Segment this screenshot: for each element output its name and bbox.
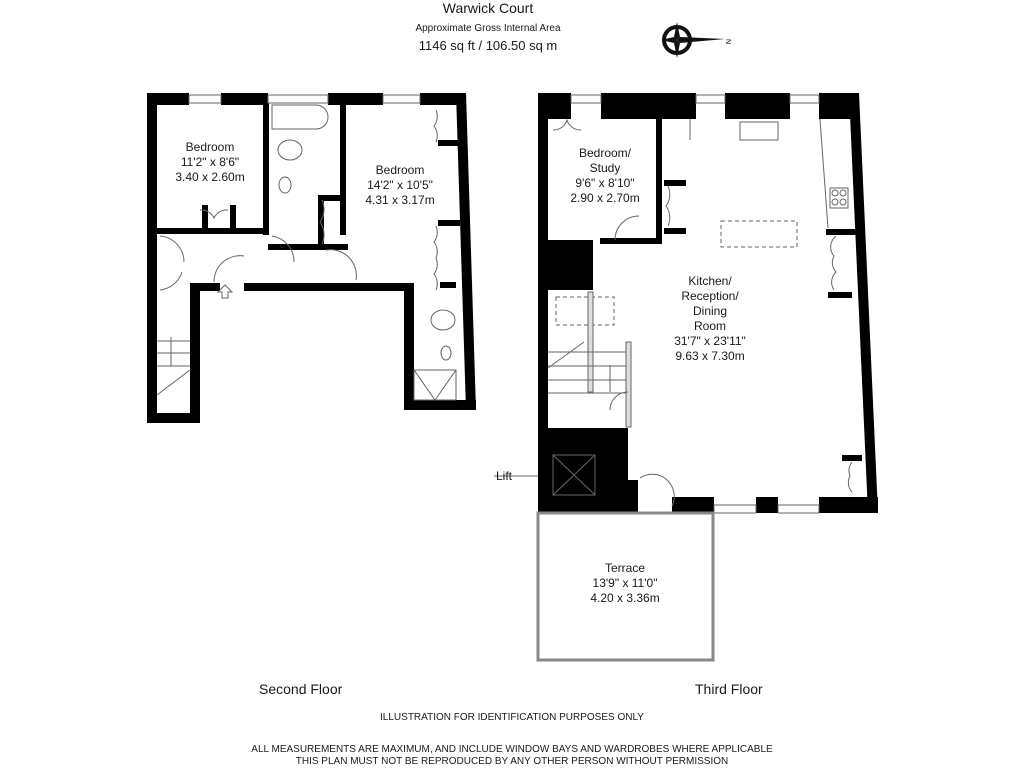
room-size-metric: 3.40 x 2.60m bbox=[175, 170, 245, 184]
room-name-line4: Room bbox=[693, 319, 726, 333]
second-floor-fixtures bbox=[156, 94, 457, 401]
third-floor-plan bbox=[538, 93, 878, 513]
room-size-imperial: 11'2" x 8'6" bbox=[180, 155, 240, 169]
room-name-line3: Dining bbox=[692, 304, 728, 318]
room-terrace: Terrace 13'9" x 11'0" 4.20 x 3.36m bbox=[575, 561, 675, 606]
room-size-metric: 2.90 x 2.70m bbox=[570, 191, 640, 205]
room-size-imperial: 9'6" x 8'10" bbox=[575, 176, 635, 190]
identification-notice: ILLUSTRATION FOR IDENTIFICATION PURPOSES… bbox=[380, 712, 644, 723]
room-size-metric: 9.63 x 7.30m bbox=[675, 349, 745, 363]
room-bedroom-2: Bedroom 14'2" x 10'5" 4.31 x 3.17m bbox=[350, 163, 450, 208]
lift-label: Lift bbox=[496, 469, 513, 483]
area-value-text: 1146 sq ft / 106.50 sq m bbox=[418, 38, 558, 53]
room-name: Bedroom bbox=[375, 163, 425, 177]
property-title: Warwick Court bbox=[0, 0, 1024, 16]
compass-icon: N bbox=[661, 22, 731, 58]
floor-label-third: Third Floor bbox=[695, 681, 763, 697]
area-caption-text: Approximate Gross Internal Area bbox=[415, 23, 561, 34]
room-name-line1: Kitchen/ bbox=[688, 274, 732, 288]
room-size-imperial: 13'9" x 11'0" bbox=[592, 576, 658, 590]
room-name-line2: Reception/ bbox=[681, 289, 739, 303]
room-name-line1: Bedroom/ bbox=[578, 146, 632, 160]
area-value: 1146 sq ft / 106.50 sq m bbox=[0, 38, 1024, 53]
room-name: Bedroom bbox=[185, 140, 235, 154]
room-size-imperial: 14'2" x 10'5" bbox=[367, 178, 433, 192]
measurements-disclaimer: ALL MEASUREMENTS ARE MAXIMUM, AND INCLUD… bbox=[251, 744, 773, 755]
room-bedroom-study: Bedroom/ Study 9'6" x 8'10" 2.90 x 2.70m bbox=[560, 146, 650, 206]
room-size-imperial: 31'7" x 23'11" bbox=[674, 334, 746, 348]
room-name: Terrace bbox=[604, 561, 645, 575]
svg-text:N: N bbox=[724, 39, 731, 44]
room-kitchen-reception-dining: Kitchen/ Reception/ Dining Room 31'7" x … bbox=[670, 274, 750, 364]
room-bedroom-1: Bedroom 11'2" x 8'6" 3.40 x 2.60m bbox=[160, 140, 260, 185]
room-size-metric: 4.31 x 3.17m bbox=[365, 193, 435, 207]
copyright-disclaimer: THIS PLAN MUST NOT BE REPRODUCED BY ANY … bbox=[295, 756, 729, 767]
third-floor-fixtures bbox=[494, 94, 853, 662]
area-caption: Approximate Gross Internal Area bbox=[0, 23, 1024, 34]
second-floor-plan bbox=[147, 93, 476, 423]
property-title-text: Warwick Court bbox=[442, 0, 534, 16]
room-name-line2: Study bbox=[589, 161, 621, 175]
room-size-metric: 4.20 x 3.36m bbox=[590, 591, 660, 605]
floor-label-second: Second Floor bbox=[259, 681, 343, 697]
